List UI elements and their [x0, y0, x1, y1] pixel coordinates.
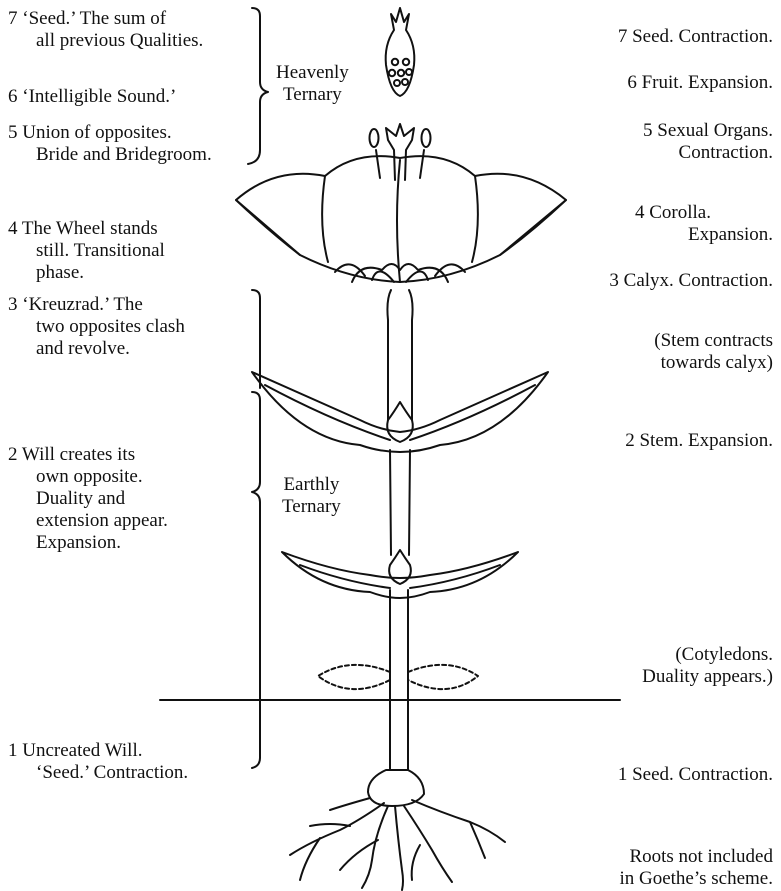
leaves-upper — [252, 372, 548, 452]
right-label-goethe-2-line-1: 2 Stem. Expansion. — [625, 430, 773, 452]
left-label-stage-1-line-2: ‘Seed.’ Contraction. — [8, 762, 188, 784]
left-label-stage-3-line-2: two opposites clash — [8, 316, 185, 338]
left-label-stage-4-line-2: still. Transitional — [8, 240, 165, 262]
right-label-goethe-4: 4 Corolla. Expansion. — [635, 202, 773, 246]
left-label-stage-3-line-3: and revolve. — [8, 338, 185, 360]
left-label-stage-1: 1 Uncreated Will. ‘Seed.’ Contraction. — [8, 740, 188, 784]
right-label-stem-note-line-1: (Stem contracts — [654, 330, 773, 352]
right-label-roots-note: Roots not included in Goethe’s scheme. — [619, 846, 773, 890]
left-label-stage-5: 5 Union of opposites. Bride and Bridegro… — [8, 122, 212, 166]
left-label-stage-3-line-1: 3 ‘Kreuzrad.’ The — [8, 294, 185, 316]
left-label-stage-5-line-1: 5 Union of opposites. — [8, 122, 212, 144]
left-label-stage-3: 3 ‘Kreuzrad.’ The two opposites clash an… — [8, 294, 185, 360]
right-label-goethe-7: 7 Seed. Contraction. — [618, 26, 773, 48]
left-label-stage-2-line-3: Duality and — [8, 488, 168, 510]
bracket-heavenly — [248, 8, 268, 164]
left-label-stage-2-line-4: extension appear. — [8, 510, 168, 532]
left-label-stage-2: 2 Will creates its own opposite. Duality… — [8, 444, 168, 554]
left-label-stage-4: 4 The Wheel stands still. Transitional p… — [8, 218, 165, 284]
heavenly-ternary-line-2: Ternary — [276, 84, 349, 106]
right-label-stem-note-line-2: towards calyx) — [654, 352, 773, 374]
heavenly-ternary-line-1: Heavenly — [276, 62, 349, 84]
right-label-goethe-4-line-2: Expansion. — [635, 224, 773, 246]
leaves-lower — [282, 550, 518, 598]
bracket-earthly — [252, 392, 260, 768]
right-label-goethe-6: 6 Fruit. Expansion. — [627, 72, 773, 94]
left-label-stage-7-line-1: 7 ‘Seed.’ The sum of — [8, 8, 203, 30]
right-label-goethe-3-line-1: 3 Calyx. Contraction. — [609, 270, 773, 292]
left-label-stage-2-line-1: 2 Will creates its — [8, 444, 168, 466]
heavenly-ternary-label: Heavenly Ternary — [276, 62, 349, 106]
left-label-stage-2-line-2: own opposite. — [8, 466, 168, 488]
stem — [387, 290, 412, 770]
earthly-ternary-line-2: Ternary — [282, 496, 341, 518]
left-label-stage-4-line-3: phase. — [8, 262, 165, 284]
right-label-goethe-5-line-1: 5 Sexual Organs. — [643, 120, 773, 142]
right-label-goethe-5-line-2: Contraction. — [643, 142, 773, 164]
right-label-goethe-3: 3 Calyx. Contraction. — [609, 270, 773, 292]
right-label-roots-note-line-2: in Goethe’s scheme. — [619, 868, 773, 890]
earthly-ternary-label: Earthly Ternary — [282, 474, 341, 518]
roots — [290, 770, 505, 890]
left-label-stage-4-line-1: 4 The Wheel stands — [8, 218, 165, 240]
right-label-cotyledons-line-2: Duality appears.) — [642, 666, 773, 688]
right-label-goethe-1: 1 Seed. Contraction. — [618, 764, 773, 786]
seed-top — [386, 8, 415, 96]
corolla — [236, 156, 566, 282]
left-label-stage-7: 7 ‘Seed.’ The sum of all previous Qualit… — [8, 8, 203, 52]
right-label-goethe-6-line-1: 6 Fruit. Expansion. — [627, 72, 773, 94]
right-label-stem-note: (Stem contracts towards calyx) — [654, 330, 773, 374]
right-label-goethe-5: 5 Sexual Organs. Contraction. — [643, 120, 773, 164]
right-label-goethe-1-line-1: 1 Seed. Contraction. — [618, 764, 773, 786]
right-label-goethe-7-line-1: 7 Seed. Contraction. — [618, 26, 773, 48]
right-label-goethe-4-line-1: 4 Corolla. — [635, 202, 773, 224]
earthly-ternary-line-1: Earthly — [282, 474, 341, 496]
pistil-stamens — [370, 124, 431, 180]
right-label-cotyledons-line-1: (Cotyledons. — [642, 644, 773, 666]
left-label-stage-7-line-2: all previous Qualities. — [8, 30, 203, 52]
right-label-cotyledons: (Cotyledons. Duality appears.) — [642, 644, 773, 688]
left-label-stage-2-line-5: Expansion. — [8, 532, 168, 554]
cotyledons-dashed — [318, 665, 478, 689]
left-label-stage-6-line-1: 6 ‘Intelligible Sound.’ — [8, 86, 176, 108]
right-label-goethe-2: 2 Stem. Expansion. — [625, 430, 773, 452]
right-label-roots-note-line-1: Roots not included — [619, 846, 773, 868]
left-label-stage-1-line-1: 1 Uncreated Will. — [8, 740, 188, 762]
left-label-stage-6: 6 ‘Intelligible Sound.’ — [8, 86, 176, 108]
left-label-stage-5-line-2: Bride and Bridegroom. — [8, 144, 212, 166]
